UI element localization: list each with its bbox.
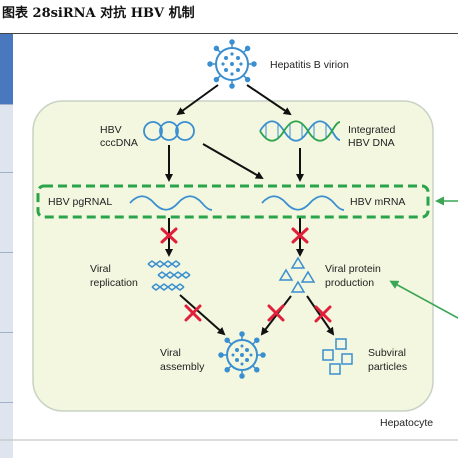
left-strip-divider	[0, 402, 13, 403]
protein-triangles-icon	[278, 256, 316, 293]
sirna-pointer-arrow	[389, 280, 458, 319]
subviral-squares-icon	[322, 338, 353, 375]
mrna-wave-icon	[261, 195, 345, 211]
assembly-label: Viral assembly	[160, 347, 205, 373]
block-icon	[291, 227, 309, 244]
protein-label: Viral protein production	[325, 263, 384, 289]
block-icon	[184, 304, 202, 322]
cccdna-label: HBV cccDNA	[100, 124, 138, 149]
block-icon	[267, 304, 285, 322]
caption-divider	[0, 33, 458, 34]
left-strip	[0, 34, 13, 458]
virion-icon	[207, 39, 257, 89]
virion-label: Hepatitis B virion	[270, 59, 349, 71]
pgrna-label: HBV pgRNAL	[48, 196, 112, 208]
left-strip-divider	[0, 172, 13, 173]
subviral-label: Subviral particles	[368, 347, 409, 373]
left-strip-active	[0, 34, 13, 104]
integrated-dna-label: Integrated HBV DNA	[348, 124, 398, 149]
arrow-replication-to-assembly	[179, 294, 226, 336]
left-strip-divider	[0, 252, 13, 253]
left-strip-divider	[0, 104, 13, 105]
block-icon	[314, 305, 332, 323]
hepatocyte-label: Hepatocyte	[380, 417, 433, 429]
arrow-virion-to-cccdna	[176, 84, 219, 116]
replication-label: Viral replication	[90, 263, 138, 289]
arrow-virion-to-integrated	[246, 84, 292, 116]
replication-dna-icon	[147, 260, 191, 291]
cccdna-icon	[143, 121, 195, 141]
block-icon	[160, 227, 178, 244]
assembled-virion-icon	[218, 331, 266, 379]
sirna-target-box	[36, 184, 430, 219]
arrow-cccdna-to-mrna	[202, 143, 264, 179]
mrna-label: HBV mRNA	[350, 196, 405, 208]
figure-caption: 图表 28siRNA 对抗 HBV 机制	[2, 6, 195, 21]
pgrna-wave-icon	[129, 195, 213, 211]
left-strip-divider	[0, 332, 13, 333]
integrated-dna-icon	[259, 120, 341, 142]
